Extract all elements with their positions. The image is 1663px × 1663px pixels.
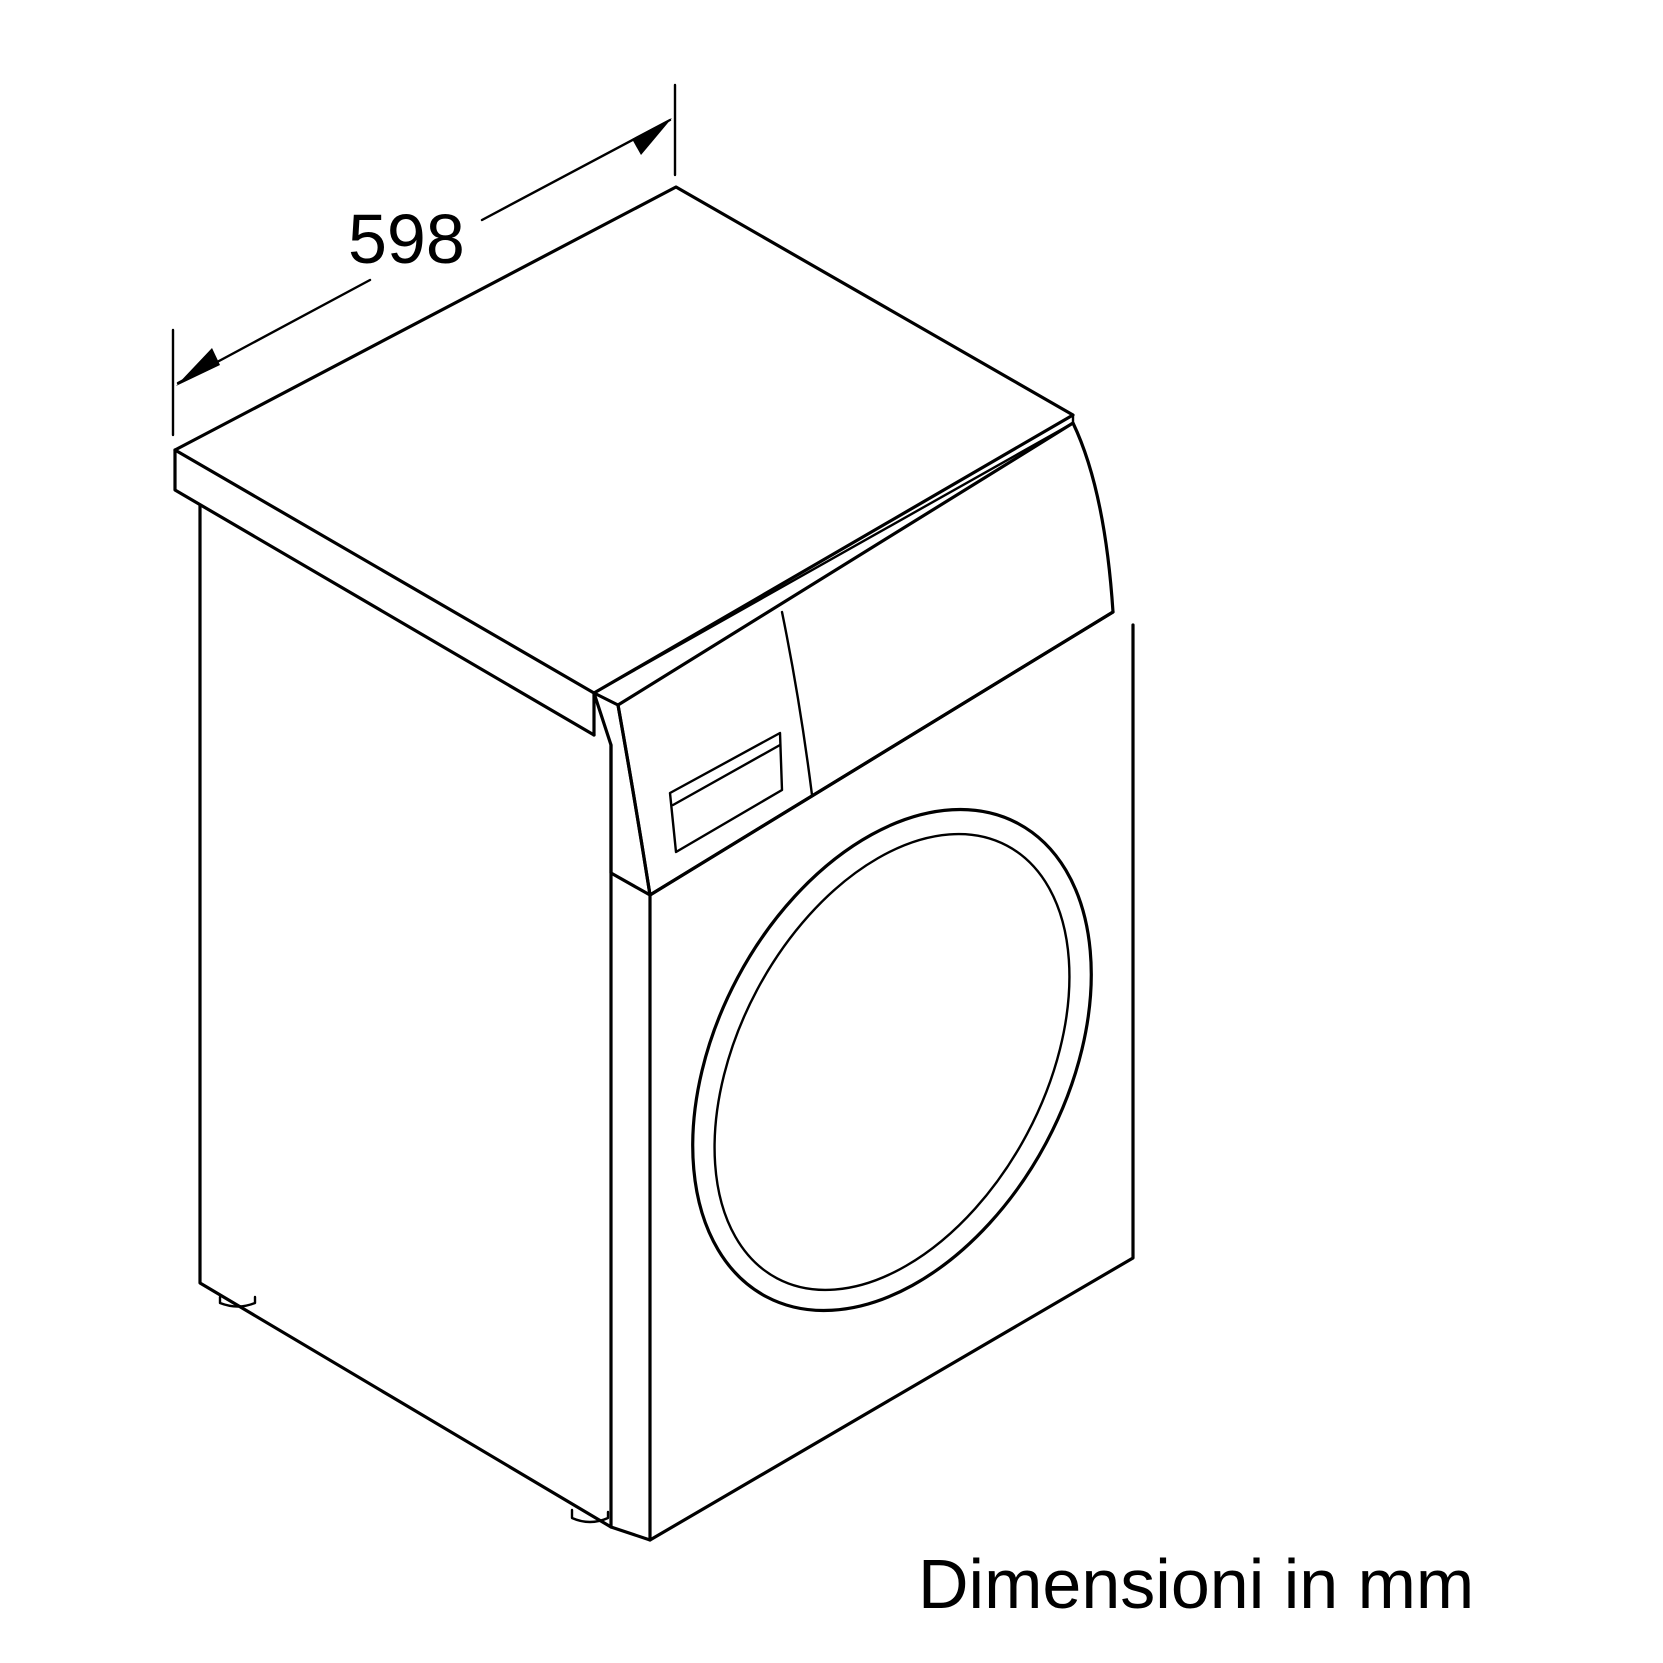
- washing-machine-outline: [173, 185, 1135, 1542]
- units-caption: Dimensioni in mm: [918, 1545, 1474, 1623]
- door-inner-glass: [713, 832, 1071, 1292]
- top-plate-edge-right: [592, 421, 1075, 695]
- foot-front: [570, 1508, 610, 1524]
- front-panel: [648, 623, 1135, 1542]
- width-dimension: 598: [171, 83, 677, 437]
- arrowhead-left: [176, 348, 220, 386]
- control-panel-divider: [780, 610, 814, 797]
- side-panel: [198, 503, 613, 1529]
- display-inner-top: [671, 743, 782, 807]
- top-plate-front-thickness: [173, 448, 596, 737]
- display-frame: [668, 731, 784, 854]
- front-panel-corner: [609, 1525, 652, 1542]
- width-value-label: 598: [348, 200, 465, 278]
- foot-left: [218, 1295, 257, 1308]
- front-panel-edge: [609, 871, 652, 897]
- door-outer-ring: [691, 807, 1093, 1313]
- front-panel-top: [648, 610, 1115, 897]
- arrowhead-right: [632, 118, 672, 155]
- top-plate-surface: [173, 185, 1075, 695]
- display-window: [668, 731, 784, 854]
